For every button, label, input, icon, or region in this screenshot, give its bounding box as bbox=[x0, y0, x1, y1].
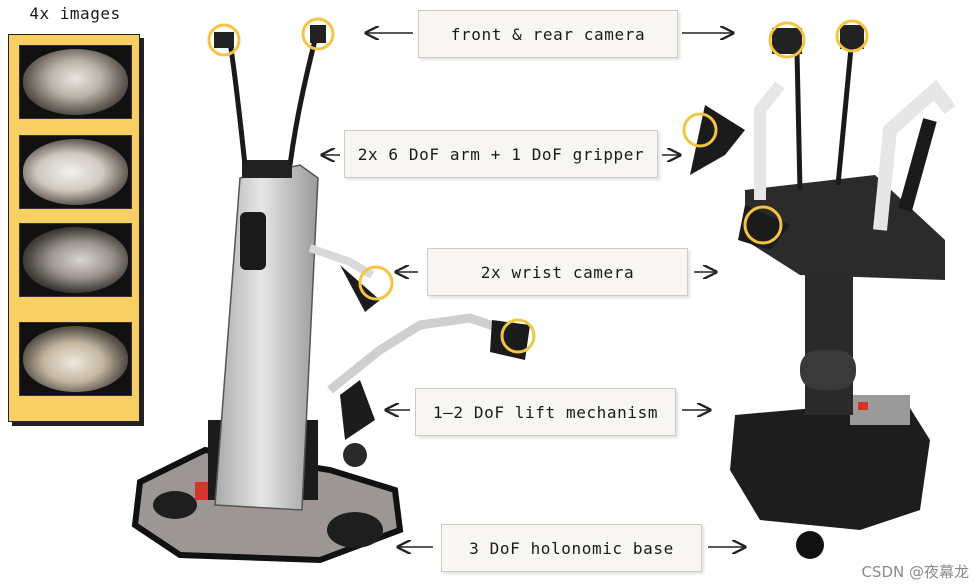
camera-image-2 bbox=[19, 135, 132, 209]
highlight-wrist-camera-right-upper bbox=[682, 112, 718, 148]
highlight-rear-camera-right bbox=[835, 19, 869, 53]
right-robot-mast-front bbox=[794, 51, 803, 191]
label-lift-mechanism: 1–2 DoF lift mechanism bbox=[415, 388, 676, 436]
camera-image-3 bbox=[19, 223, 132, 297]
left-robot-head bbox=[242, 160, 292, 178]
left-robot-handle bbox=[240, 212, 266, 270]
right-robot-wheel bbox=[796, 531, 824, 559]
right-robot-mast-rear bbox=[835, 47, 854, 186]
right-robot-base bbox=[730, 400, 930, 530]
right-robot-front-camera bbox=[772, 28, 802, 54]
right-robot-estop bbox=[858, 402, 868, 410]
left-robot-shoulder bbox=[340, 380, 375, 440]
images-panel-title: 4x images bbox=[29, 4, 121, 23]
arrows bbox=[322, 33, 745, 547]
camera-image-1 bbox=[19, 45, 132, 119]
left-robot-front-camera bbox=[214, 32, 234, 48]
right-robot bbox=[682, 19, 956, 559]
left-robot bbox=[131, 17, 536, 564]
highlight-wrist-camera-lower bbox=[500, 318, 536, 354]
left-robot-gripper-lower bbox=[490, 320, 530, 360]
label-holonomic-base: 3 DoF holonomic base bbox=[441, 524, 702, 572]
left-robot-rear-camera bbox=[310, 25, 326, 43]
right-robot-arm-right bbox=[873, 79, 956, 231]
right-robot-arm-right-dark bbox=[898, 118, 937, 212]
highlight-front-camera-left bbox=[207, 23, 241, 57]
label-arm-gripper: 2x 6 DoF arm + 1 DoF gripper bbox=[344, 130, 658, 178]
label-front-rear-camera: front & rear camera bbox=[418, 10, 678, 58]
left-robot-joint bbox=[343, 443, 367, 467]
images-panel bbox=[8, 34, 140, 422]
left-robot-mast-rear bbox=[287, 35, 319, 166]
highlight-rear-camera-left bbox=[301, 17, 335, 51]
highlight-wrist-camera-upper bbox=[358, 265, 394, 301]
left-robot-estop bbox=[195, 482, 209, 500]
left-robot-column bbox=[214, 164, 319, 511]
label-wrist-camera: 2x wrist camera bbox=[427, 248, 688, 296]
watermark: CSDN @夜幕龙 bbox=[861, 563, 969, 581]
right-robot-rear-camera bbox=[840, 25, 864, 49]
left-robot-arm-lower bbox=[327, 313, 507, 394]
right-robot-torso bbox=[745, 175, 945, 280]
highlight-wrist-camera-right-lower bbox=[743, 205, 783, 245]
right-robot-lift-joint bbox=[800, 350, 856, 390]
camera-image-4 bbox=[19, 322, 132, 396]
left-robot-arm-upper bbox=[308, 244, 375, 279]
left-robot-cable-coil-2 bbox=[327, 512, 383, 548]
left-robot-mast-front bbox=[227, 41, 248, 166]
left-robot-cable-coil bbox=[153, 491, 197, 519]
right-robot-arm-left bbox=[754, 81, 785, 200]
highlight-front-camera-right bbox=[768, 21, 806, 59]
right-robot-gripper-upper bbox=[690, 105, 745, 175]
